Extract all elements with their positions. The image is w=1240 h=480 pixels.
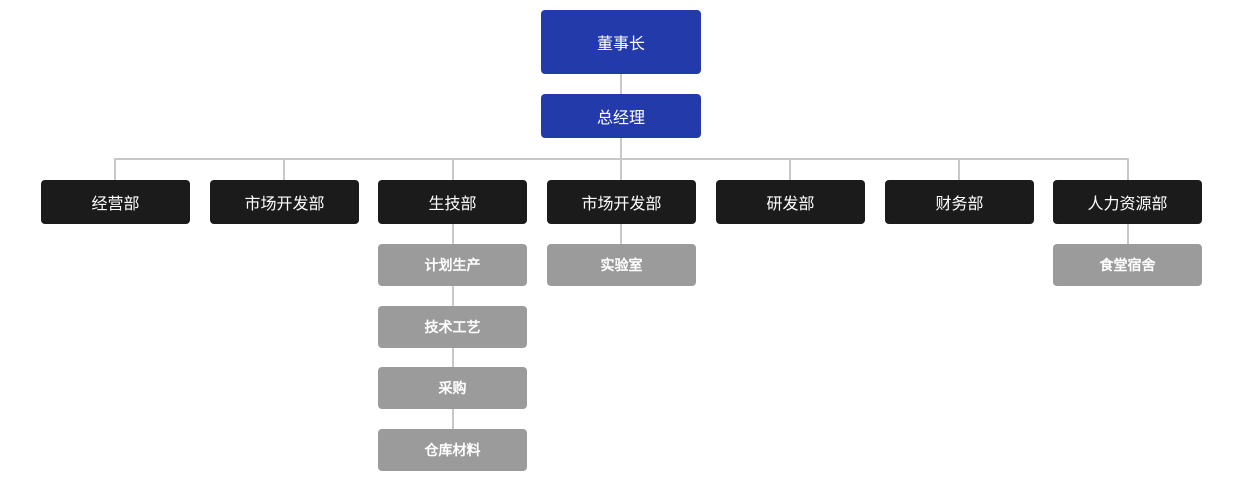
department-node-human-resources[interactable]: 人力资源部 [1053, 180, 1202, 224]
department-node-finance[interactable]: 财务部 [885, 180, 1034, 224]
connector-dept-5 [789, 158, 791, 180]
connector-dept-2 [283, 158, 285, 180]
general-manager-node[interactable]: 总经理 [541, 94, 701, 138]
department-node-market-development-2[interactable]: 市场开发部 [547, 180, 696, 224]
connector-market2-child [620, 223, 622, 245]
department-node-research[interactable]: 研发部 [716, 180, 865, 224]
connector-dept-1 [114, 158, 116, 180]
sub-unit-production-planning[interactable]: 计划生产 [378, 244, 527, 286]
connector-dept-7 [1127, 158, 1129, 180]
connector-dept-4 [620, 158, 622, 180]
connector-hr-child [1127, 223, 1129, 245]
department-node-business[interactable]: 经营部 [41, 180, 190, 224]
connector-chairman-gm [620, 73, 622, 94]
sub-unit-procurement[interactable]: 采购 [378, 367, 527, 409]
chairman-node[interactable]: 董事长 [541, 10, 701, 74]
sub-unit-warehouse-materials[interactable]: 仓库材料 [378, 429, 527, 471]
sub-unit-technical-process[interactable]: 技术工艺 [378, 306, 527, 348]
connector-dept-6 [958, 158, 960, 180]
department-node-market-development[interactable]: 市场开发部 [210, 180, 359, 224]
connector-gm-bus [620, 137, 622, 159]
sub-unit-laboratory[interactable]: 实验室 [547, 244, 696, 286]
sub-unit-canteen-dormitory[interactable]: 食堂宿舍 [1053, 244, 1202, 286]
connector-dept-3 [452, 158, 454, 180]
department-node-production-technology[interactable]: 生技部 [378, 180, 527, 224]
